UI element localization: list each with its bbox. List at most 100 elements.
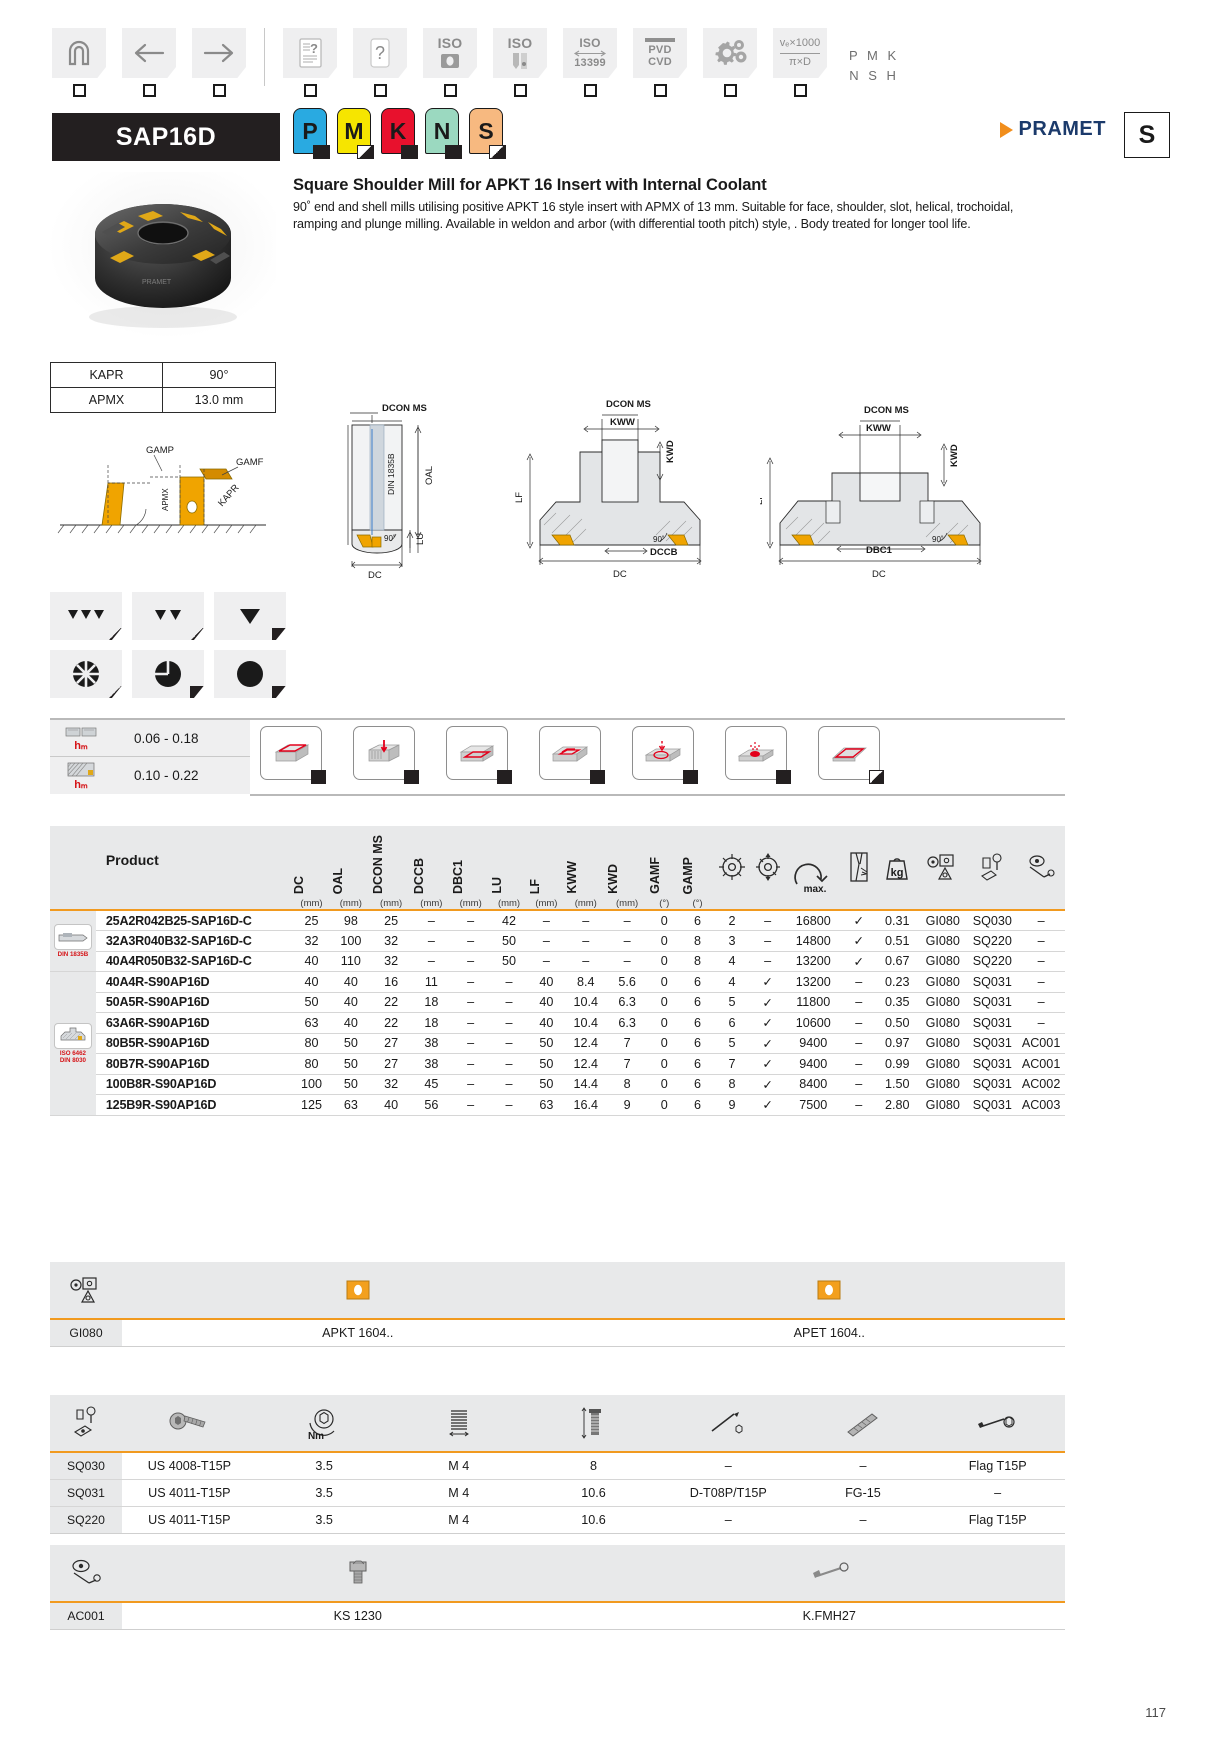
cell-dccb: 18 <box>411 992 452 1013</box>
pvd-cvd-button[interactable]: PVD CVD <box>629 28 691 97</box>
cutting-speed-checkbox[interactable] <box>793 84 807 97</box>
cell-lu: – <box>490 1053 528 1075</box>
cell-gamf: 0 <box>647 1074 681 1095</box>
formula-numerator: vₑ×1000 <box>779 36 821 49</box>
cell-kww: – <box>565 951 607 972</box>
cell-dbc1: – <box>451 1053 491 1075</box>
pvd-cvd-checkbox[interactable] <box>653 84 667 97</box>
table-row[interactable]: 63A6R-S90AP16D 63 40 22 18 – – 40 10.4 6… <box>50 1012 1065 1034</box>
iso-insert-button[interactable]: ISO <box>419 28 481 97</box>
table-row: hₘ 0.10 - 0.22 <box>50 757 250 794</box>
helical-interpolation-icon[interactable] <box>725 726 791 784</box>
settings-checkbox[interactable] <box>723 84 737 97</box>
cell-kwd: 8 <box>606 1074 648 1095</box>
cell-dcon-ms: 16 <box>370 971 412 993</box>
table-row[interactable]: 80B7R-S90AP16D 80 50 27 38 – – 50 12.4 7… <box>50 1053 1065 1075</box>
product-name: 32A3R040B32-SAP16D-C <box>95 930 292 952</box>
help-button[interactable]: ? <box>349 28 411 97</box>
shoulder-milling-icon[interactable] <box>818 726 884 784</box>
cell-lu: – <box>490 1074 528 1095</box>
material-chip-n[interactable]: N <box>425 108 462 159</box>
table-row[interactable]: 50A5R-S90AP16D 50 40 22 18 – – 40 10.4 6… <box>50 992 1065 1013</box>
ramping-icon[interactable] <box>632 726 698 784</box>
cell-diffpitch: ✓ <box>749 1053 786 1075</box>
material-chip-p[interactable]: P <box>293 108 330 159</box>
product-name: 50A5R-S90AP16D <box>95 992 292 1013</box>
cell-kww: 16.4 <box>565 1094 607 1116</box>
table-row: APMX 13.0 mm <box>50 387 276 413</box>
table-row[interactable]: 100B8R-S90AP16D 100 50 32 45 – – 50 14.4… <box>50 1074 1065 1095</box>
product-table-body: DIN 1835B 25A2R042B25-SAP16D-C 25 98 25 … <box>50 909 1065 1116</box>
material-chip-s[interactable]: S <box>469 108 506 159</box>
cutting-speed-button[interactable]: vₑ×1000 π×D <box>769 28 831 97</box>
table-row[interactable]: ISO 6462 DIN 8030 40A4R-S90AP16D 40 40 1… <box>50 971 1065 1116</box>
cell-accessory: – <box>1017 971 1065 993</box>
iso-tool-button[interactable]: ISO <box>489 28 551 97</box>
arbor-mill-diagram: DCON MS KWW KWD LF DC DBC1 90˚ <box>760 385 1010 585</box>
iso-tool-checkbox[interactable] <box>513 84 527 97</box>
document-help-button[interactable]: ? <box>279 28 341 97</box>
screw-designation: US 4008-T15P <box>147 1459 232 1473</box>
table-row[interactable]: GI080 APKT 1604.. APET 1604.. <box>50 1320 1065 1347</box>
table-row[interactable]: 80B5R-S90AP16D 80 50 27 38 – – 50 12.4 7… <box>50 1033 1065 1054</box>
unit-lf: (mm) <box>527 894 566 910</box>
cell-coolant: – <box>841 992 877 1013</box>
home-checkbox[interactable] <box>72 84 86 97</box>
cell-kwd: 5.6 <box>606 971 648 993</box>
cell-kww: – <box>565 930 607 952</box>
roughing-fine-icon[interactable] <box>50 592 122 640</box>
cell-lu: – <box>490 971 528 993</box>
settings-button[interactable] <box>699 28 761 97</box>
iso-13399-button[interactable]: ISO 13399 <box>559 28 621 97</box>
plunge-milling-icon[interactable] <box>353 726 419 784</box>
column-header-internal-coolant <box>841 826 877 894</box>
cell-diffpitch: ✓ <box>749 1012 786 1034</box>
product-name: 40A4R050B32-SAP16D-C <box>95 951 292 972</box>
screw-length-icon <box>526 1405 661 1441</box>
column-header-weight: kg <box>876 826 919 894</box>
column-header-lu: LU <box>490 826 528 894</box>
continuous-cut-icon[interactable] <box>214 650 286 698</box>
finishing-icon[interactable] <box>214 592 286 640</box>
table-row[interactable]: AC001 KS 1230 K.FMH27 <box>50 1603 1065 1630</box>
table-row[interactable]: 40A4R050B32-SAP16D-C 40 110 32 – – 50 – … <box>50 951 1065 972</box>
table-row[interactable]: SQ030 US 4008-T15P 3.5 M 4 8 – – Flag T1… <box>50 1453 1065 1480</box>
roughing-medium-icon[interactable] <box>132 592 204 640</box>
slot-milling-icon[interactable] <box>446 726 512 784</box>
cell-lu: – <box>490 992 528 1013</box>
material-chip-k[interactable]: K <box>381 108 418 159</box>
cell-kwd: – <box>606 909 648 931</box>
interrupted-cut-icon[interactable] <box>50 650 122 698</box>
material-chip-m[interactable]: M <box>337 108 374 159</box>
document-help-checkbox[interactable] <box>303 84 317 97</box>
screw-length: 8 <box>590 1459 598 1473</box>
pocket-milling-icon[interactable] <box>539 726 605 784</box>
column-header-screw <box>967 826 1018 894</box>
table-row[interactable]: DIN 1835B 25A2R042B25-SAP16D-C 25 98 25 … <box>50 909 1065 972</box>
accessory-table-header <box>50 1545 1065 1601</box>
iso-insert-checkbox[interactable] <box>443 84 457 97</box>
table-row[interactable]: 125B9R-S90AP16D 125 63 40 56 – – 63 16.4… <box>50 1094 1065 1116</box>
column-header-kww: KWW <box>565 826 607 894</box>
iso-13399-checkbox[interactable] <box>583 84 597 97</box>
semi-interrupted-cut-icon[interactable] <box>132 650 204 698</box>
back-checkbox[interactable] <box>142 84 156 97</box>
forward-checkbox[interactable] <box>212 84 226 97</box>
help-checkbox[interactable] <box>373 84 387 97</box>
forward-button[interactable] <box>188 28 250 97</box>
kapr-label: KAPR <box>50 362 163 388</box>
table-row[interactable]: SQ031 US 4011-T15P 3.5 M 4 10.6 D-T08P/T… <box>50 1480 1065 1507</box>
cell-weight: 1.50 <box>876 1074 919 1095</box>
cell-dcon-ms: 40 <box>370 1094 412 1116</box>
screw-driver: – <box>724 1459 732 1473</box>
cell-accessory: AC002 <box>1017 1074 1065 1095</box>
face-milling-icon[interactable] <box>260 726 326 784</box>
table-row[interactable]: SQ220 US 4011-T15P 3.5 M 4 10.6 – – Flag… <box>50 1507 1065 1534</box>
cell-rpm: 11800 <box>785 992 842 1013</box>
corner-marker <box>108 628 122 640</box>
home-button[interactable] <box>48 28 110 97</box>
cell-oal: 40 <box>331 992 371 1013</box>
table-row[interactable]: 32A3R040B32-SAP16D-C 32 100 32 – – 50 – … <box>50 930 1065 952</box>
back-button[interactable] <box>118 28 180 97</box>
product-code-badge: SAP16D <box>52 113 280 161</box>
